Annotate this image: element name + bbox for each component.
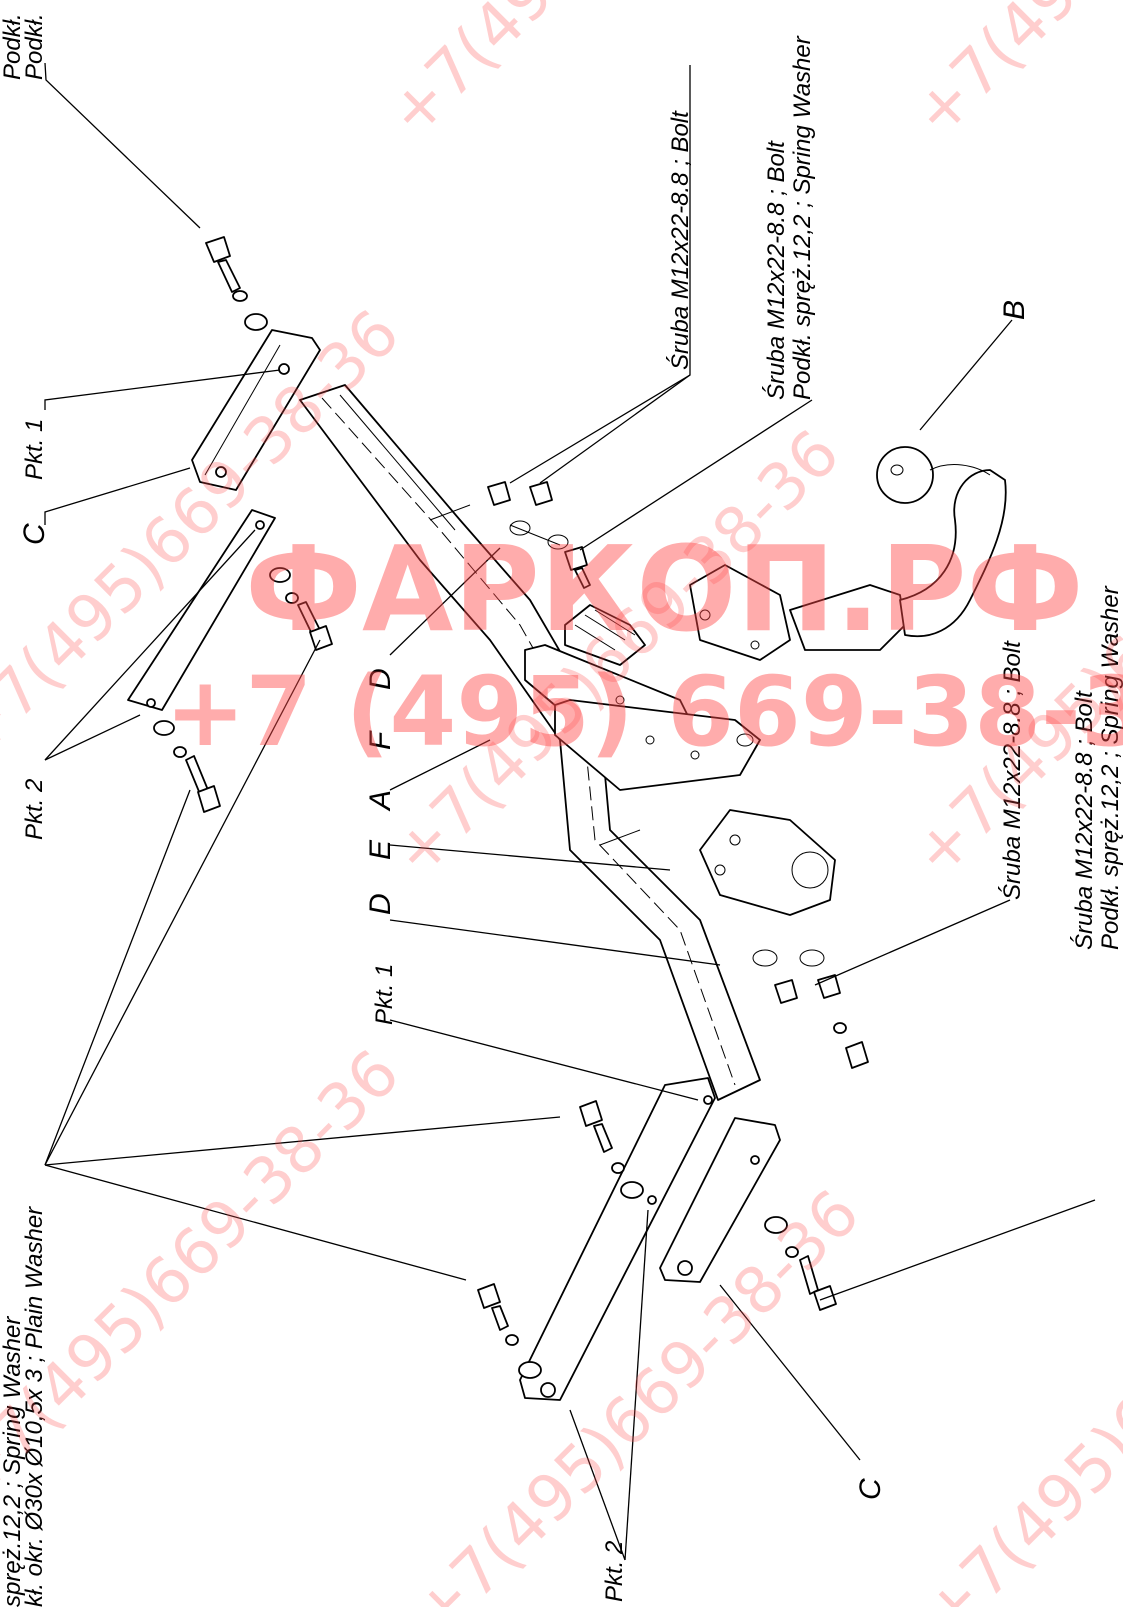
label-bolt-b-line2: Podkł. spręż.12,2 ; Spring Washer: [789, 35, 816, 400]
watermark-phone: +7 (495) 669-38-36: [165, 656, 1123, 768]
mounting-block-d: [564, 604, 646, 666]
bottom-bracket-pkt2: [519, 1077, 716, 1401]
top-bracket-pkt1: [191, 329, 321, 491]
label-washer-left-2: kł. okr. Ø30x Ø10,5x 3 ; Plain Washer: [21, 1206, 48, 1607]
watermark-repeat-8: +7(495)669-38-36: [909, 1176, 1123, 1607]
fasteners-left-low: [153, 720, 221, 813]
label-pkt2-bottom: Pkt. 2: [601, 1541, 628, 1602]
label-pkt2-left: Pkt. 2: [21, 779, 48, 840]
label-bolt-c: Śruba M12x22-8.8 ; Bolt: [998, 640, 1026, 900]
fasteners-left-mid: [269, 567, 333, 651]
left-bracket-pkt2: [127, 509, 276, 711]
label-c-top: C: [18, 523, 51, 545]
leader-lines: [44, 62, 1096, 1561]
tow-ball-neck: [689, 446, 1007, 661]
bottom-bracket-c: [659, 1117, 781, 1283]
watermark-repeat-6: +7(495)669-38-36: [0, 1036, 414, 1511]
fasteners-center-top: [487, 481, 591, 589]
label-podkl-clip-1: Podkł.: [0, 13, 26, 80]
label-bolt-d-line1: Śruba M12x22-8.8 ; Bolt: [1070, 690, 1098, 950]
label-group: Podkł. Podkł. Pkt. 1 C Pkt. 2 Śruba M12x…: [0, 13, 1123, 1607]
label-bolt-d-line2: Podkł. spręż.12,2 ; Spring Washer: [1097, 585, 1123, 950]
watermark-repeat-1: +7(495)669-38-36: [374, 0, 849, 151]
label-bolt-b-line1: Śruba M12x22-8.8 ; Bolt: [762, 140, 790, 400]
label-e-mid: E: [364, 839, 397, 860]
fasteners-top: [205, 236, 268, 331]
label-d-mid: D: [364, 893, 397, 915]
label-b-ball: B: [998, 300, 1031, 320]
label-pkt1-mid: Pkt. 1: [371, 964, 398, 1025]
label-a-mid: A: [364, 790, 397, 812]
center-plate-a: [554, 699, 761, 791]
socket-plate-e: [699, 809, 836, 916]
fasteners-center-low: [752, 949, 869, 1069]
label-f-mid: F: [364, 730, 397, 750]
fasteners-bottom-left: [477, 1100, 644, 1379]
label-c-bottom: C: [854, 1478, 887, 1500]
label-washer-left-1: spręż.12,2 ; Spring Washer: [0, 1316, 26, 1607]
label-podkl-clip-2: Podkł.: [21, 13, 48, 80]
label-d-top: D: [364, 668, 397, 690]
label-bolt-a: Śruba M12x22-8.8 ; Bolt: [666, 110, 694, 370]
label-pkt1-top: Pkt. 1: [21, 419, 48, 480]
watermark-repeat-2: +7(495)669-38-36: [899, 0, 1123, 151]
watermark-brand: ФАРКОП.РФ: [245, 520, 1084, 658]
